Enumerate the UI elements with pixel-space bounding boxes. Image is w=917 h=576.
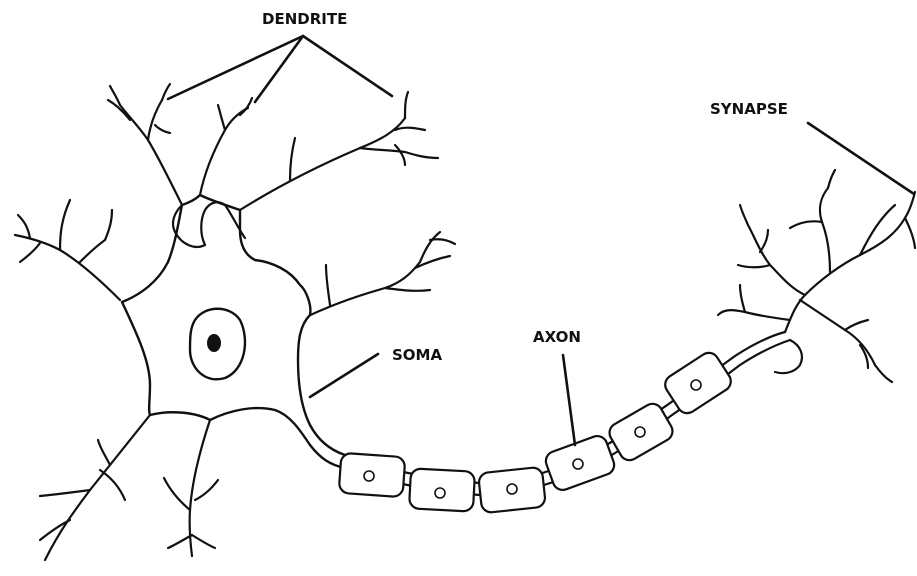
myelin-segment-nucleus: [364, 471, 374, 481]
dendrite-label: DENDRITE: [262, 10, 347, 28]
dendrite-leader-right: [303, 36, 392, 96]
soma-leader: [310, 354, 378, 397]
dendrite-leader-left: [168, 36, 303, 99]
synapse-leader: [808, 123, 914, 194]
dendrite-lower-middle: [164, 420, 218, 556]
axon-terminal-branches: [718, 170, 915, 382]
dendrite-middle-right: [300, 232, 455, 320]
dendrite-upper-middle: [200, 98, 252, 195]
axon-leader: [563, 355, 575, 445]
dendrite-left: [15, 200, 120, 300]
myelin-sheaths: [339, 349, 735, 513]
myelin-segment-nucleus: [573, 459, 583, 469]
myelin-segment-nucleus: [691, 380, 701, 390]
soma-label: SOMA: [392, 346, 442, 364]
nucleolus: [207, 334, 221, 352]
dendrite-lower-left: [40, 415, 150, 560]
myelin-segment-nucleus: [635, 427, 645, 437]
synapse-label: SYNAPSE: [710, 100, 788, 118]
dendrite-upper-right: [240, 92, 438, 210]
myelin-segment-nucleus: [507, 484, 517, 494]
axon-label: AXON: [533, 328, 581, 346]
myelin-segment-nucleus: [435, 488, 445, 498]
dendrite-upper-left: [108, 84, 182, 205]
